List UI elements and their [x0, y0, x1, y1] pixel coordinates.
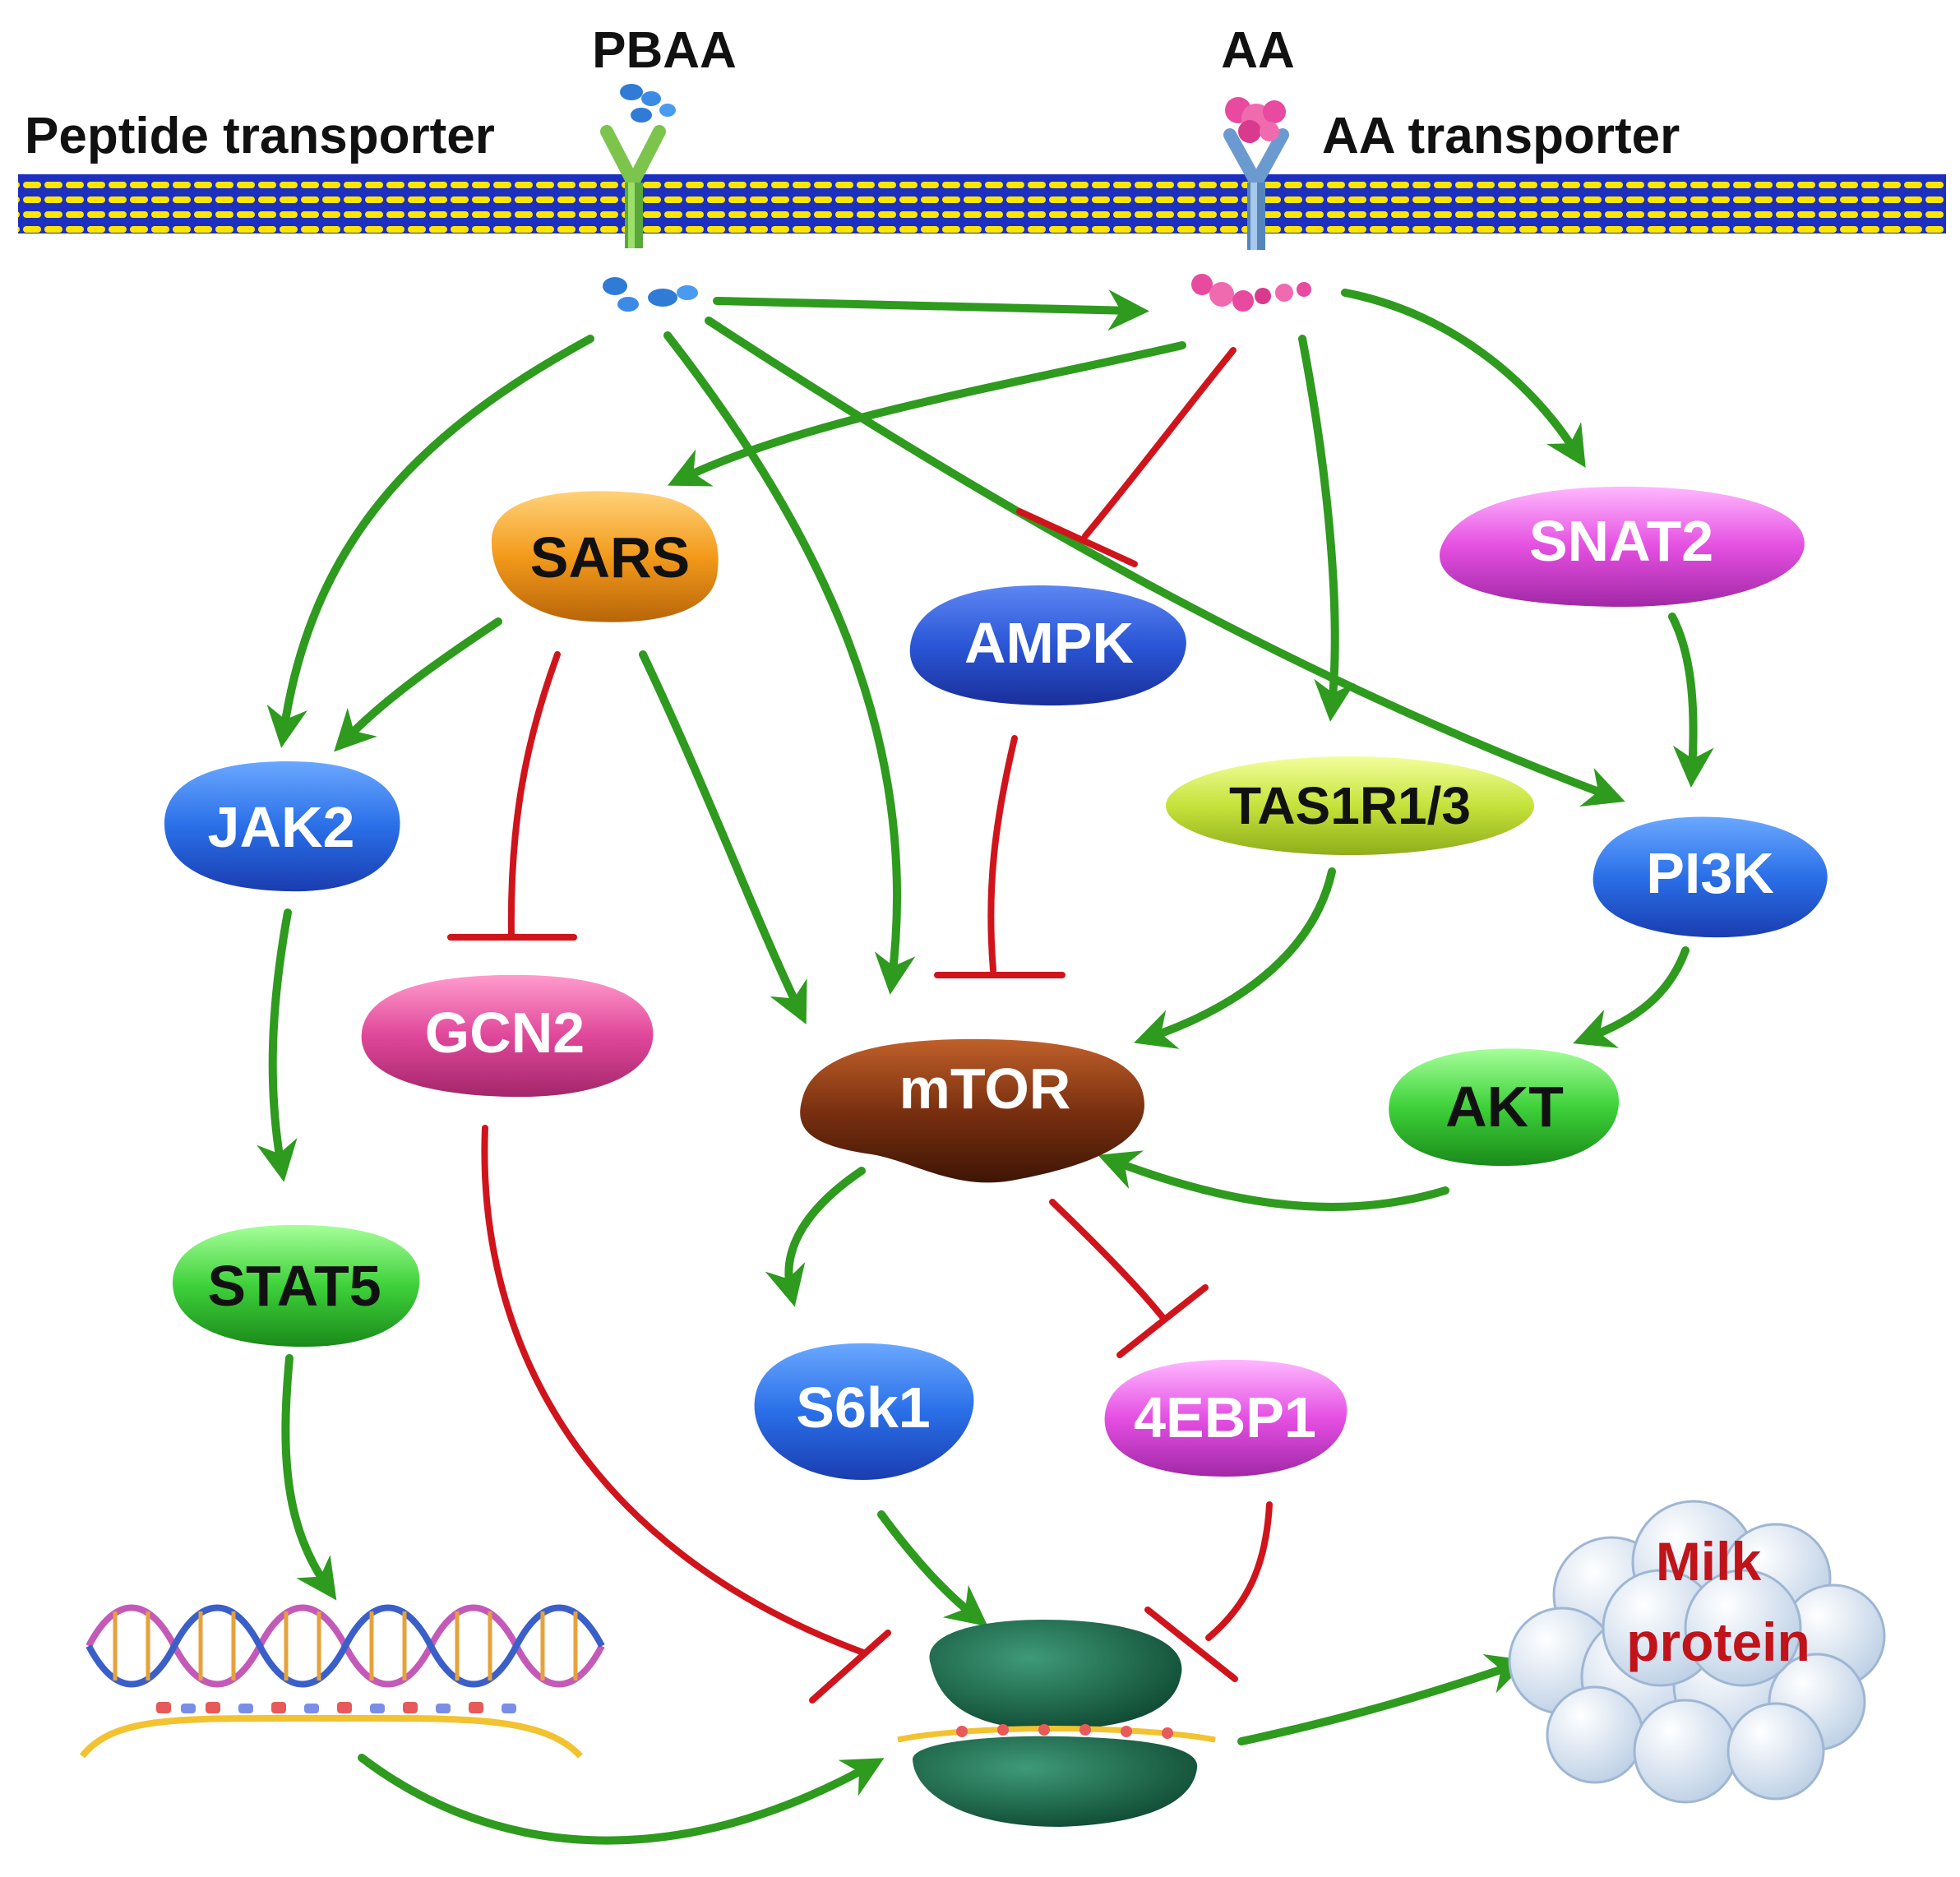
- arrow-s6k1-to-ribosome: [877, 1510, 988, 1627]
- cell-membrane: [18, 174, 1946, 233]
- arrow-aa-to-snat2: [1341, 289, 1586, 468]
- inhibit-aa-to-ampk: [1016, 347, 1237, 567]
- node-jak2[interactable]: JAK2: [164, 761, 400, 892]
- node-mtor[interactable]: mTOR: [800, 1038, 1144, 1183]
- akt-label: AKT: [1445, 1075, 1564, 1139]
- arrow-snat2-to-pi3k: [1668, 613, 1714, 788]
- inhibit-4ebp1-to-ribosome: [1144, 1501, 1273, 1682]
- aa-label: AA: [1221, 22, 1295, 79]
- peptides-inside-icon: [603, 277, 698, 312]
- s6k1-label: S6k1: [796, 1375, 930, 1440]
- mtor-label: mTOR: [899, 1056, 1071, 1121]
- node-akt[interactable]: AKT: [1389, 1048, 1620, 1167]
- pi3k-label: PI3K: [1646, 841, 1774, 905]
- node-gcn2[interactable]: GCN2: [361, 974, 654, 1098]
- arrow-peptide-to-pi3k: [705, 317, 1625, 807]
- pbaa-label: PBAA: [592, 22, 737, 79]
- sars-label: SARS: [530, 525, 690, 589]
- mrna-icon: [79, 1702, 583, 1759]
- arrow-stat5-to-dna: [281, 1354, 337, 1601]
- peptides-outside-icon: [620, 84, 676, 123]
- aa-transporter-label: AA transporter: [1322, 108, 1680, 164]
- milk-protein-label-line2: protein: [1626, 1611, 1810, 1672]
- ribosome-icon: [897, 1620, 1216, 1827]
- arrow-sars-to-mtor: [639, 650, 807, 1025]
- 4ebp1-label: 4EBP1: [1134, 1385, 1316, 1449]
- tas1r1-3-label: TAS1R1/3: [1229, 776, 1471, 835]
- arrow-pi3k-to-akt: [1573, 946, 1690, 1048]
- node-ampk[interactable]: AMPK: [909, 585, 1186, 706]
- node-pi3k[interactable]: PI3K: [1592, 816, 1828, 938]
- arrow-aa-to-tas1r: [1298, 335, 1355, 722]
- node-snat2[interactable]: SNAT2: [1440, 486, 1805, 608]
- amino-acids-inside-icon: [1191, 274, 1311, 312]
- inhibit-ampk-to-mtor: [934, 735, 1066, 978]
- gcn2-label: GCN2: [425, 1001, 585, 1065]
- arrow-sars-to-jak2: [334, 617, 502, 752]
- arrow-mtor-to-s6k1: [765, 1167, 866, 1307]
- node-s6k1[interactable]: S6k1: [754, 1343, 974, 1480]
- inhibit-mtor-to-4ebp1: [1049, 1199, 1209, 1358]
- arrow-ribosome-to-milk-protein: [1237, 1653, 1528, 1745]
- arrow-peptide-to-aa: [713, 289, 1149, 331]
- node-4ebp1[interactable]: 4EBP1: [1104, 1359, 1348, 1477]
- arrow-mrna-to-ribosome: [358, 1754, 885, 1845]
- arrow-akt-to-mtor: [1098, 1150, 1449, 1211]
- arrow-peptide-to-jak2: [266, 335, 594, 748]
- ampk-label: AMPK: [964, 611, 1134, 675]
- milk-protein-label-line1: Milk: [1656, 1531, 1762, 1592]
- node-sars[interactable]: SARS: [491, 491, 719, 622]
- arrow-aa-to-sars: [667, 341, 1186, 487]
- aa-transporter-icon: [1223, 128, 1289, 250]
- dna-icon: [86, 1604, 605, 1688]
- jak2-label: JAK2: [208, 795, 355, 859]
- arrow-tas1r-to-mtor: [1134, 867, 1336, 1049]
- amino-acids-outside-icon: [1225, 97, 1286, 143]
- peptide-transporter-icon: [600, 125, 666, 248]
- snat2-label: SNAT2: [1529, 509, 1713, 573]
- stat5-label: STAT5: [207, 1254, 381, 1318]
- arrow-jak2-to-stat5: [257, 908, 298, 1182]
- arrow-peptide-to-mtor: [663, 331, 916, 995]
- inhibit-gcn2-to-ribosome: [481, 1125, 891, 1704]
- peptide-transporter-label: Peptide transporter: [25, 108, 495, 164]
- inhibit-sars-to-gcn2: [447, 651, 577, 941]
- node-tas1r1-3[interactable]: TAS1R1/3: [1166, 756, 1534, 855]
- milk-protein-cloud: Milk protein: [1508, 1500, 1886, 1804]
- node-stat5[interactable]: STAT5: [173, 1224, 420, 1348]
